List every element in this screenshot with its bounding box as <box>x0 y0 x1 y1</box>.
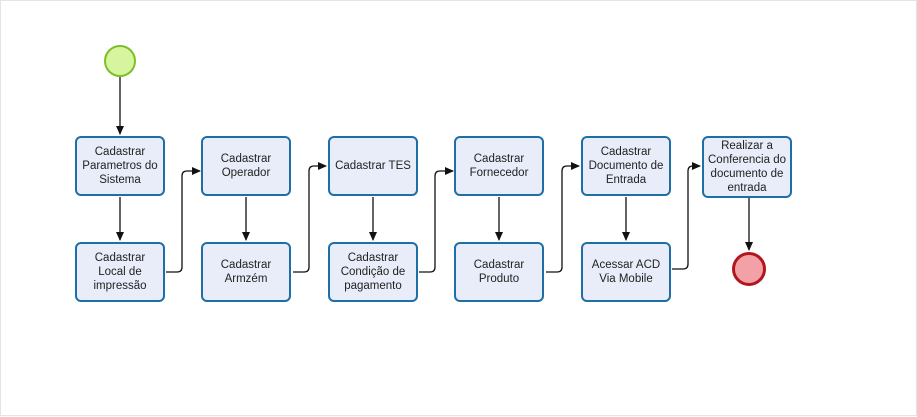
task-label: Cadastrar Produto <box>473 259 525 285</box>
task-cadastrar-local-de-impressao[interactable]: Cadastrar Local de impressão <box>75 242 165 302</box>
task-cadastrar-produto[interactable]: Cadastrar Produto <box>454 242 544 302</box>
end-event[interactable] <box>732 252 766 286</box>
task-acessar-acd-via-mobile[interactable]: Acessar ACD Via Mobile <box>581 242 671 302</box>
edge-t8-t9 <box>546 162 580 273</box>
task-realizar-conferencia-do-documento[interactable]: Realizar a Conferencia do documento de e… <box>702 136 792 198</box>
task-cadastrar-condicao-de-pagamento[interactable]: Cadastrar Condição de pagamento <box>328 242 418 302</box>
task-label: Cadastrar Fornecedor <box>469 153 529 179</box>
task-label: Cadastrar Operador <box>220 153 272 179</box>
task-cadastrar-tes[interactable]: Cadastrar TES <box>328 136 418 196</box>
task-cadastrar-operador[interactable]: Cadastrar Operador <box>201 136 291 196</box>
task-label: Cadastrar TES <box>335 160 411 172</box>
task-label: Cadastrar Condição de pagamento <box>340 252 406 292</box>
task-cadastrar-documento-de-entrada[interactable]: Cadastrar Documento de Entrada <box>581 136 671 196</box>
task-label: Realizar a Conferencia do documento de e… <box>708 140 786 194</box>
edge-t10-t11 <box>672 162 701 270</box>
task-label: Cadastrar Parametros do Sistema <box>82 146 158 186</box>
task-label: Cadastrar Armzém <box>220 259 272 285</box>
edge-t6-t7 <box>419 167 454 273</box>
start-event[interactable] <box>104 45 136 77</box>
task-label: Acessar ACD Via Mobile <box>591 259 661 285</box>
task-label: Cadastrar Local de impressão <box>93 252 147 292</box>
task-cadastrar-fornecedor[interactable]: Cadastrar Fornecedor <box>454 136 544 196</box>
edge-t2-t3 <box>166 167 201 273</box>
edge-t4-t5 <box>293 162 327 273</box>
task-cadastrar-armazem[interactable]: Cadastrar Armzém <box>201 242 291 302</box>
task-cadastrar-parametros-do-sistema[interactable]: Cadastrar Parametros do Sistema <box>75 136 165 196</box>
task-label: Cadastrar Documento de Entrada <box>588 146 664 186</box>
